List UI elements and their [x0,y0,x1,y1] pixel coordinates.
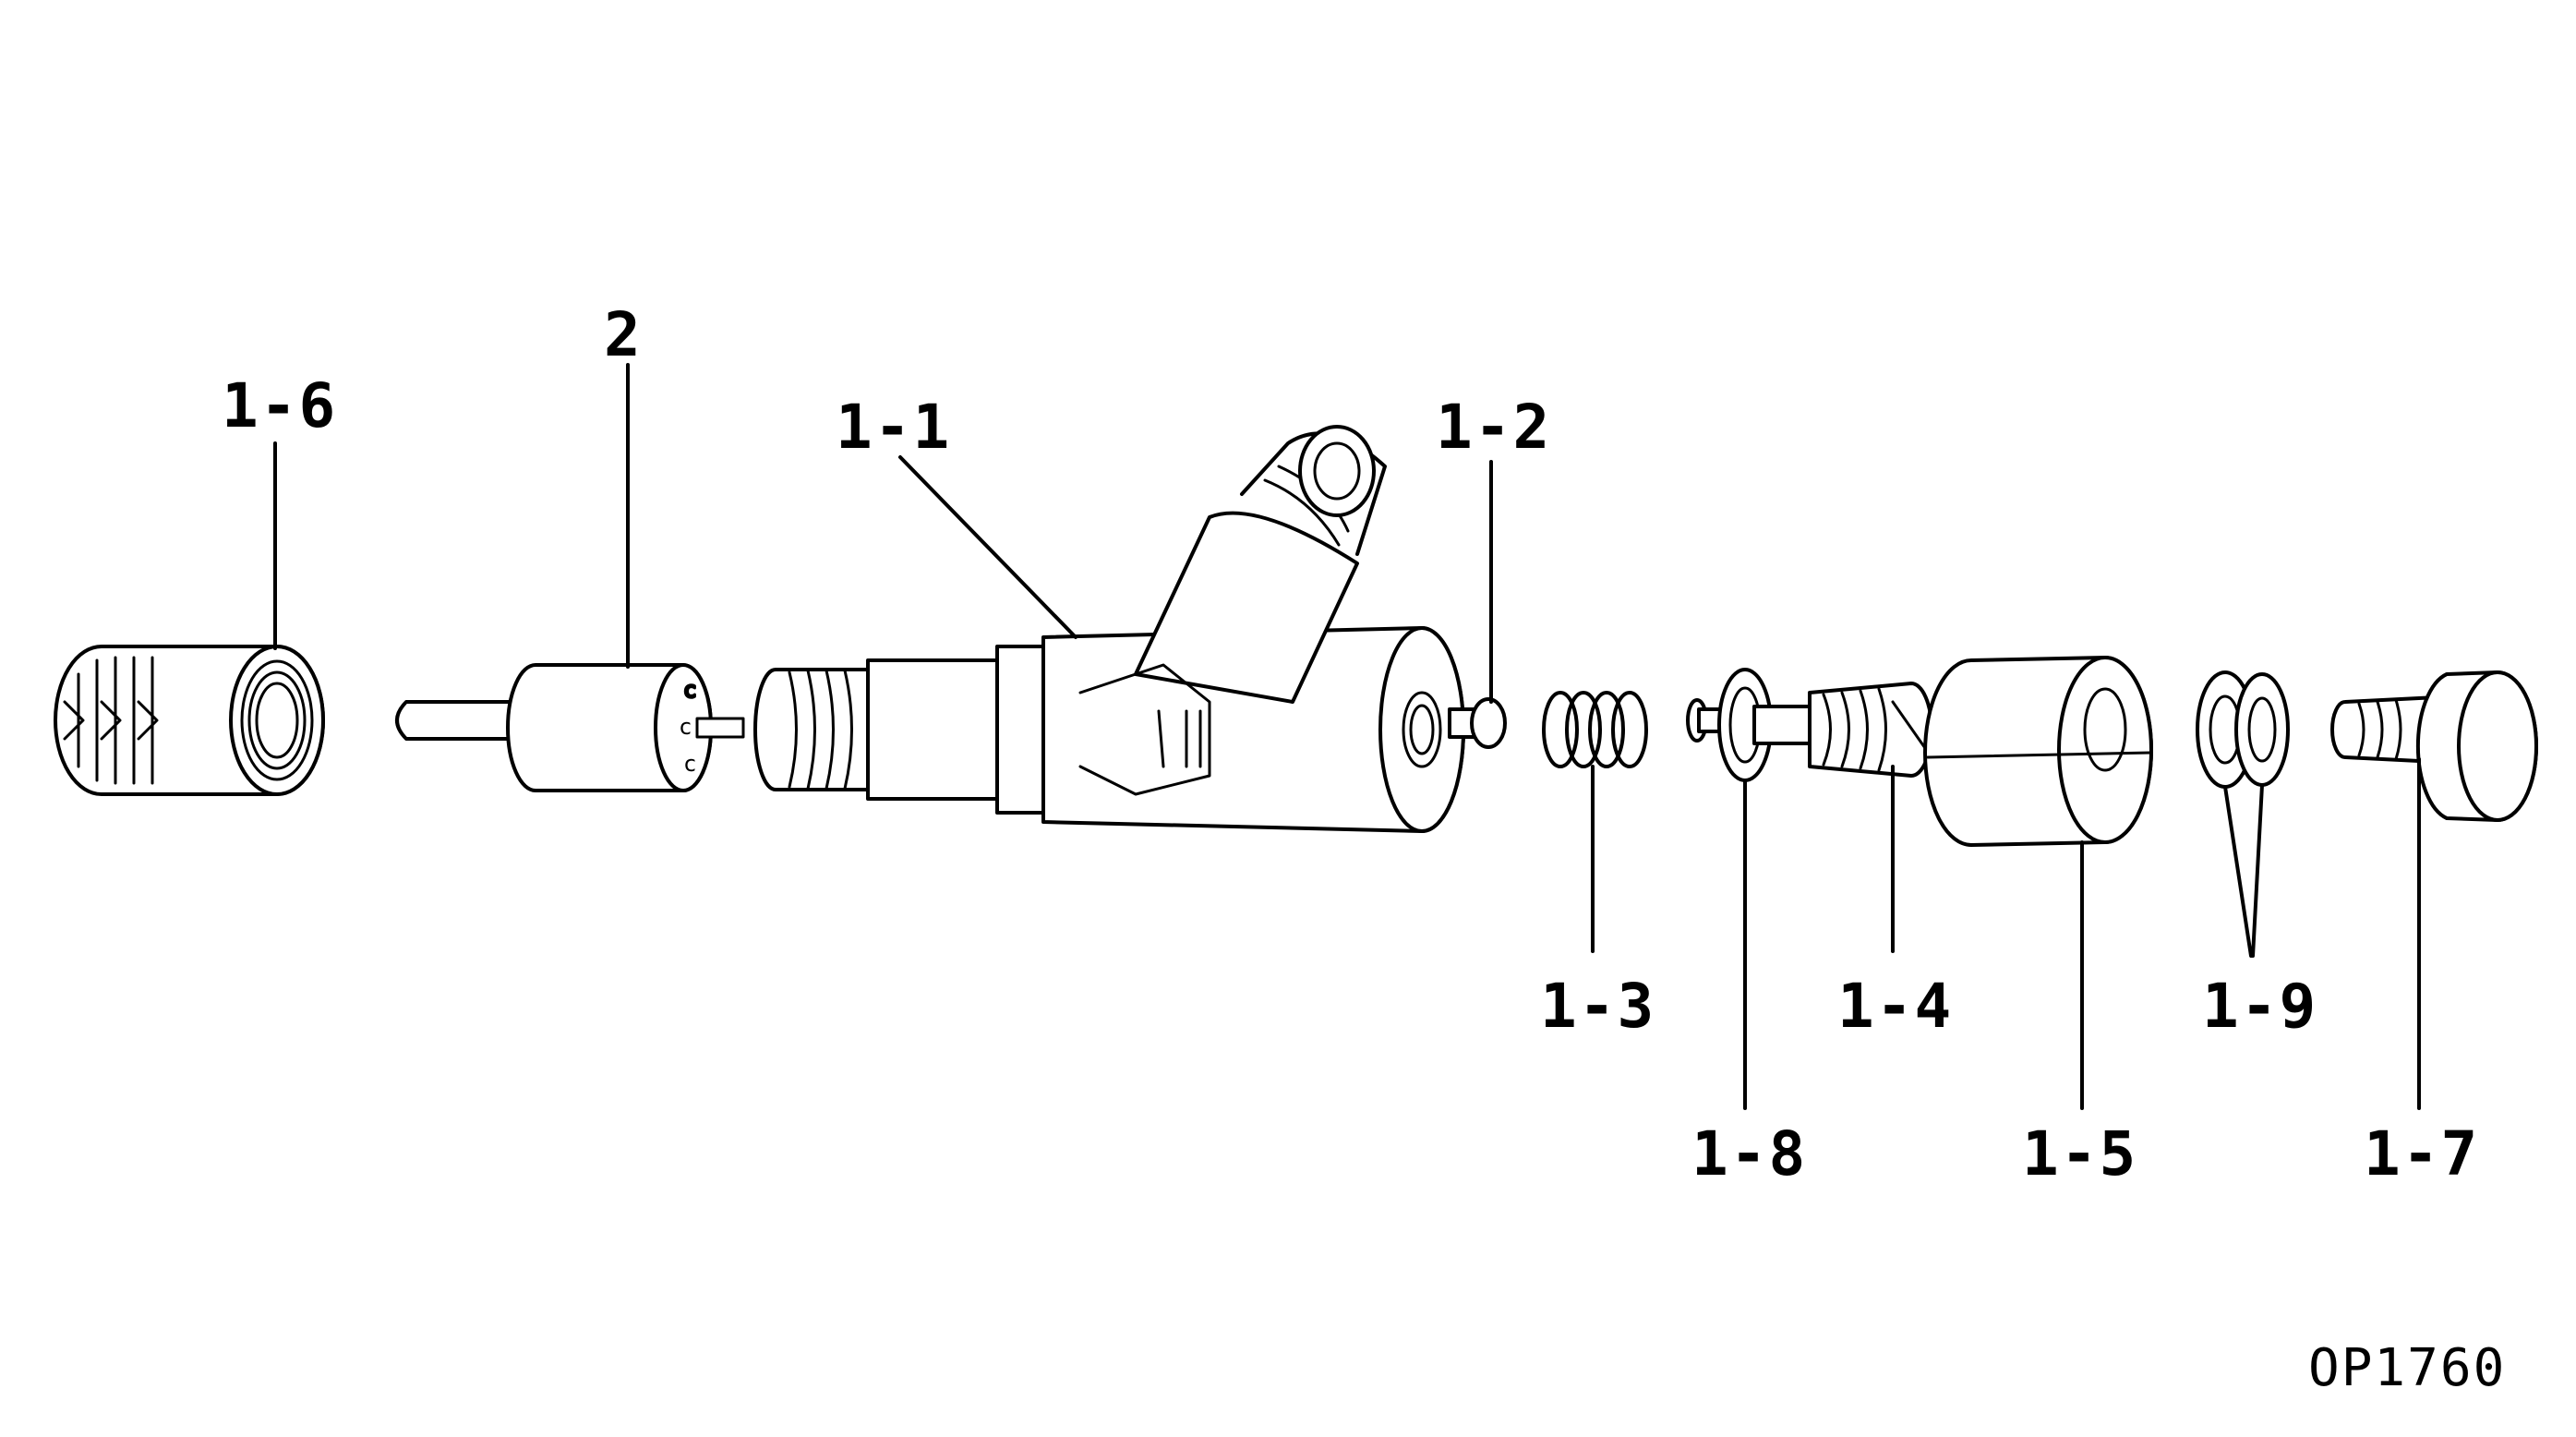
part-label-1-9: 1-9 [2202,971,2317,1042]
svg-text:c: c [683,751,696,777]
part-label-1-4: 1-4 [1837,971,1953,1042]
part-label-1-3: 1-3 [1540,971,1655,1042]
part-label-1-8: 1-8 [1691,1118,1807,1189]
nozzle-holder-body-part [753,425,1465,833]
gaskets-part [2196,670,2290,789]
lock-nut-part [1923,656,2153,847]
part-label-1-1: 1-1 [836,392,951,463]
adjusting-screw-part [1686,668,1933,782]
part-label-2: 2 [604,299,643,370]
spring-part [1542,691,1648,768]
cap-nut-part [54,645,325,796]
part-label-1-2: 1-2 [1436,392,1551,463]
cap-part [2330,670,2538,822]
svg-text:c: c [683,677,696,703]
drawing-code: OP1760 [2308,1338,2506,1398]
part-label-1-5: 1-5 [2022,1118,2137,1189]
nozzle-part: c c c [395,663,745,792]
svg-text:c: c [679,714,692,740]
part-label-1-6: 1-6 [222,370,337,441]
push-rod-part [1448,697,1507,749]
leader-lines [273,363,2421,1110]
part-label-1-7: 1-7 [2364,1118,2479,1189]
